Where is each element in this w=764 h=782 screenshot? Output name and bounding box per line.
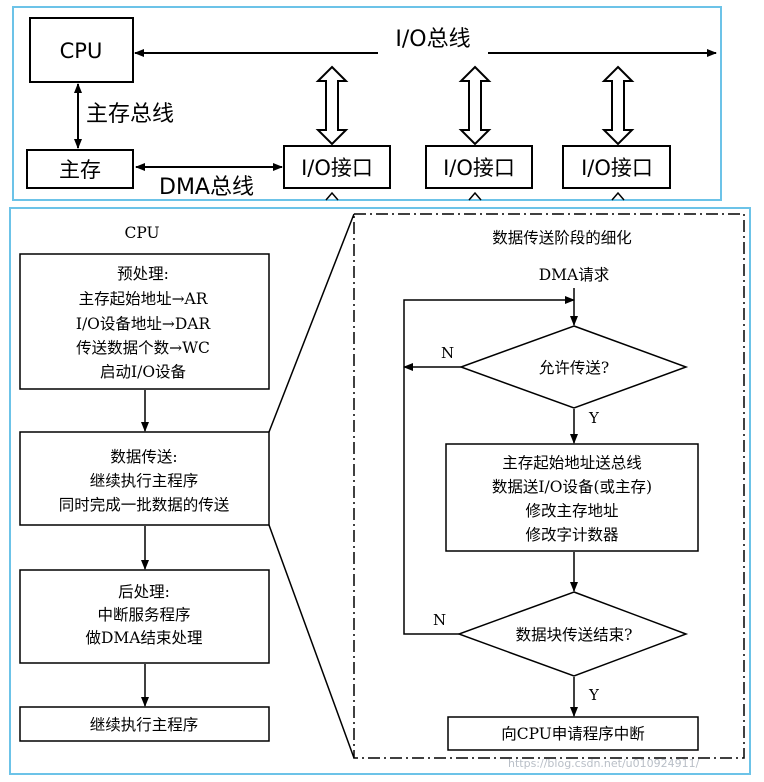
no-loop-2 bbox=[403, 296, 575, 635]
detail-title: 数据传送阶段的细化 bbox=[492, 229, 632, 247]
top-panel-frame bbox=[12, 6, 722, 201]
decision-end bbox=[456, 591, 689, 677]
port-tip-2 bbox=[468, 191, 482, 201]
dma-request-label: DMA请求 bbox=[539, 266, 610, 284]
bottom-panel-frame bbox=[9, 207, 751, 775]
io-port-label-1: I/O接口 bbox=[301, 156, 373, 180]
watermark: https://blog.csdn.net/u010924911/ bbox=[508, 757, 700, 770]
cpu-label: CPU bbox=[60, 39, 103, 63]
main-bus-label: 主存总线 bbox=[86, 102, 174, 127]
preprocess-line-2: 主存起始地址→AR bbox=[79, 290, 209, 308]
final-label: 向CPU申请程序中断 bbox=[501, 725, 645, 743]
detail-frame bbox=[353, 213, 745, 759]
no-label-2: N bbox=[433, 611, 446, 629]
process-line-1: 主存起始地址送总线 bbox=[502, 454, 642, 472]
postprocess-line-1: 后处理: bbox=[118, 583, 170, 601]
memory-label: 主存 bbox=[59, 158, 101, 182]
transfer-line-3: 同时完成一批数据的传送 bbox=[59, 496, 230, 514]
memory-box bbox=[26, 149, 134, 189]
no-label-1: N bbox=[441, 344, 454, 362]
process-line-4: 修改字计数器 bbox=[525, 526, 619, 544]
io-port-box-2 bbox=[425, 145, 533, 189]
io-port-label-2: I/O接口 bbox=[443, 156, 515, 180]
postprocess-line-3: 做DMA结束处理 bbox=[86, 629, 203, 647]
process-box bbox=[445, 443, 699, 552]
preprocess-box bbox=[19, 253, 270, 390]
dma-bus-label: DMA总线 bbox=[159, 175, 254, 200]
yes-label-2: Y bbox=[588, 686, 600, 704]
cpu-box bbox=[29, 17, 134, 83]
postprocess-line-2: 中断服务程序 bbox=[97, 606, 190, 624]
zoom-line-top bbox=[268, 213, 355, 433]
resume-label: 继续执行主程序 bbox=[90, 716, 199, 734]
io-port-double-arrow-3 bbox=[601, 65, 635, 146]
decision-allow-label: 允许传送? bbox=[539, 359, 609, 377]
port-tip-1 bbox=[325, 191, 339, 201]
io-port-box-3 bbox=[562, 145, 671, 189]
io-bus-label: I/O总线 bbox=[395, 27, 470, 52]
io-port-box-1 bbox=[283, 145, 391, 189]
preprocess-line-3: I/O设备地址→DAR bbox=[76, 315, 212, 333]
transfer-line-1: 数据传送: bbox=[110, 448, 177, 466]
transfer-line-2: 继续执行主程序 bbox=[90, 472, 199, 490]
preprocess-line-4: 传送数据个数→WC bbox=[76, 339, 210, 357]
transfer-box bbox=[19, 431, 270, 526]
io-port-label-3: I/O接口 bbox=[581, 156, 653, 180]
io-port-double-arrow-1 bbox=[315, 65, 349, 146]
resume-box bbox=[19, 706, 270, 742]
zoom-line-bottom bbox=[268, 524, 355, 759]
yes-label-1: Y bbox=[588, 409, 600, 427]
postprocess-box bbox=[19, 569, 270, 664]
decision-end-label: 数据块传送结束? bbox=[516, 626, 633, 644]
process-line-3: 修改主存地址 bbox=[525, 502, 618, 520]
final-box bbox=[447, 716, 699, 751]
io-port-double-arrow-2 bbox=[458, 65, 492, 146]
port-tip-3 bbox=[611, 191, 625, 201]
left-title: CPU bbox=[124, 224, 159, 242]
preprocess-line-1: 预处理: bbox=[117, 265, 169, 283]
process-line-2: 数据送I/O设备(或主存) bbox=[492, 478, 652, 496]
preprocess-line-5: 启动I/O设备 bbox=[100, 363, 187, 381]
decision-allow bbox=[458, 325, 689, 409]
